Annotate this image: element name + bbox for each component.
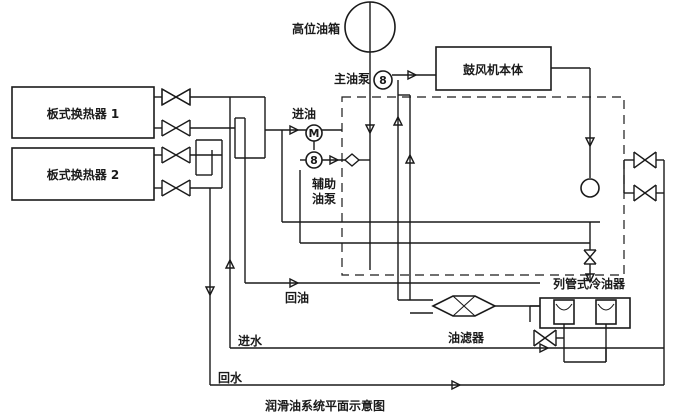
tube-cooler-label: 列管式冷油器 (553, 276, 626, 291)
water-in-up-arrow (224, 258, 236, 269)
hx1-label: 板式换热器 1 (47, 106, 120, 121)
oil-in-label: 进油 (292, 106, 316, 121)
aux-pump-check-valve (343, 153, 361, 167)
oil-level-gauge (580, 178, 600, 198)
main-oil-pump: 8 (373, 70, 393, 90)
return-riser-arrow (404, 153, 416, 164)
blower-body: 鼓风机本体 (435, 46, 552, 91)
water-return-arrow (451, 379, 462, 391)
main-pump-riser-arrow (392, 115, 404, 126)
oil-in-arrow (289, 124, 300, 136)
blower-drain-arrow (584, 137, 596, 148)
plate-heat-exchanger-2: 板式换热器 2 (11, 147, 155, 201)
oil-filter (431, 295, 497, 317)
blower-label: 鼓风机本体 (463, 62, 524, 77)
water-return-label: 回水 (218, 370, 243, 385)
water-in-arrow (539, 342, 550, 354)
aux-pump-symbol: 8 (310, 154, 318, 167)
motor-symbol: M (309, 127, 320, 140)
high-tank-down-arrow (364, 124, 376, 135)
diagram-caption: 润滑油系统平面示意图 (265, 398, 385, 413)
hx-valve-3 (161, 146, 191, 164)
right-valve-upper (624, 151, 664, 169)
oil-filter-label: 油滤器 (448, 330, 485, 345)
hx-valve-4 (161, 179, 191, 197)
main-pump-symbol: 8 (379, 74, 387, 87)
high-tank-label: 高位油箱 (292, 21, 340, 36)
aux-pump-label-2: 油泵 (312, 191, 336, 206)
water-in-label: 进水 (238, 333, 263, 348)
return-oil-label: 回油 (285, 290, 309, 305)
cooler-inlet-valve (583, 243, 597, 278)
hx2-label: 板式换热器 2 (47, 167, 120, 182)
plate-heat-exchanger-1: 板式换热器 1 (11, 86, 155, 139)
hx-manifolds (190, 96, 266, 385)
hx-valve-connectors (154, 96, 162, 189)
aux-pump-label-1: 辅助 (312, 176, 336, 191)
main-pump-label: 主油泵 (334, 71, 370, 86)
cooler-inlet-arrow (584, 273, 596, 284)
water-return-down-arrow (204, 286, 216, 297)
right-valve-lower (624, 184, 664, 202)
main-pump-arrow (407, 69, 418, 81)
oil-tank-dashed-boundary (341, 96, 625, 276)
hx-valve-2 (161, 119, 191, 137)
cooler-drain-valve (533, 329, 564, 347)
hx-valve-1 (161, 87, 191, 107)
return-oil-arrow (289, 277, 300, 289)
tube-cooler (529, 297, 631, 362)
high-level-oil-tank (344, 1, 396, 53)
aux-pump-arrow (329, 154, 340, 166)
aux-oil-pump: M 8 (305, 124, 323, 169)
